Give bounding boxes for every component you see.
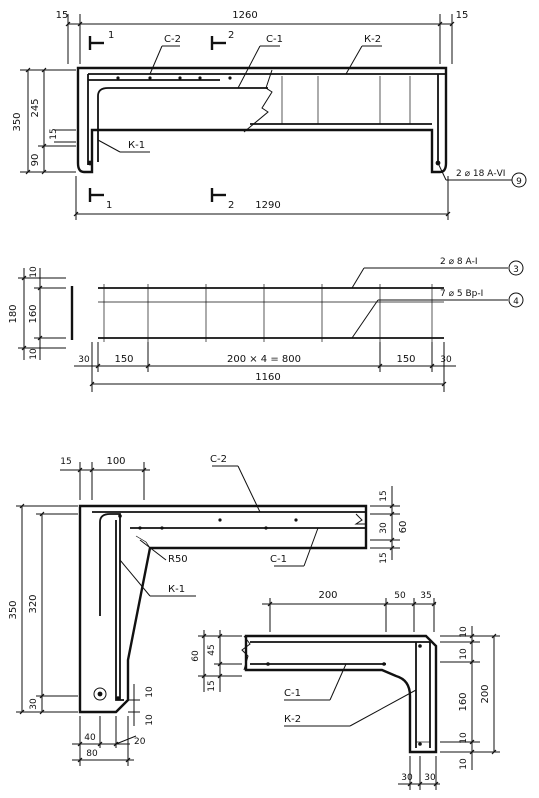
dim-200-sec2-r: 200: [480, 684, 491, 703]
dim-1260: 1260: [232, 10, 257, 21]
section-1-1: С-2 С-1 R50 К-1 15 100 350 320 30: [8, 454, 409, 766]
dim-35-sec2: 35: [420, 591, 431, 601]
dim-30-sec1-r: 30: [379, 522, 389, 534]
position-9: 9: [516, 177, 522, 187]
dim-20-sec1: 20: [134, 737, 146, 747]
dim-10-sec2-c: 10: [459, 732, 469, 744]
dim-90-elev: 90: [30, 154, 41, 167]
beam-outline: [76, 66, 448, 174]
beam-elevation: 1260 15 15 1 2 1: [12, 10, 527, 220]
dim-1290: 1290: [255, 200, 280, 211]
dim-245-elev: 245: [30, 98, 41, 117]
dim-1160-cage: 1160: [255, 372, 280, 383]
dim-50-sec2: 50: [394, 591, 406, 601]
rebar-note-9: 2 ⌀ 18 А-VI: [456, 169, 505, 179]
dim-15-sec2: 15: [207, 680, 217, 691]
label-k1: К-1: [128, 140, 145, 151]
dim-150-cage-left: 150: [114, 354, 133, 365]
label-c2: С-2: [164, 34, 181, 45]
label-r50: R50: [168, 554, 188, 565]
dim-40-sec1: 40: [84, 733, 96, 743]
label-c1-sec2: С-1: [284, 688, 301, 699]
dim-350-sec1: 350: [8, 600, 19, 619]
dim-30-sec2-a: 30: [401, 773, 413, 783]
dim-edge-left: 15: [56, 10, 69, 21]
section-1-outline: [78, 504, 368, 714]
dim-10-sec1-a: 10: [145, 686, 155, 698]
reinforcement-cage: 2 ⌀ 8 А-I 3 7 ⌀ 5 Вр-I 4 180 10 160 10: [8, 257, 524, 392]
dim-15-sec1-r-bot: 15: [379, 552, 389, 563]
dim-10-sec2-b: 10: [459, 648, 469, 660]
label-k2-sec2: К-2: [284, 714, 301, 725]
dim-45-sec2: 45: [207, 644, 217, 655]
dim-60-sec2: 60: [191, 650, 201, 662]
label-c1-sec1: С-1: [270, 554, 287, 565]
cage-rebar-bot: 7 ⌀ 5 Вр-I: [440, 289, 483, 299]
label-k2: К-2: [364, 34, 381, 45]
dim-150-cage-right: 150: [396, 354, 415, 365]
dim-100-sec1-top: 100: [106, 456, 125, 467]
cage-rebar-top: 2 ⌀ 8 А-I: [440, 257, 478, 267]
section-1-bottom: 1: [106, 200, 112, 211]
dim-10-sec1-b: 10: [145, 714, 155, 726]
dim-15-sec1-r-top: 15: [379, 490, 389, 501]
dim-30-cage-right: 30: [440, 355, 452, 365]
section-2-top: 2: [228, 30, 234, 41]
section-1-top: 1: [108, 30, 114, 41]
dim-180-cage: 180: [8, 304, 19, 323]
dim-10-sec2-d: 10: [459, 758, 469, 770]
dim-30-cage-left: 30: [78, 355, 90, 365]
dim-edge-right: 15: [456, 10, 469, 21]
position-4: 4: [513, 297, 519, 307]
section-2-2: 200 50 35 60 45 15 С-1 К-2: [191, 590, 500, 790]
dim-30-sec1: 30: [29, 698, 39, 710]
dim-800-cage: 200 × 4 = 800: [227, 354, 301, 365]
dim-10-sec2-a: 10: [459, 626, 469, 638]
section-2-outline: [244, 634, 438, 754]
dim-160-cage: 160: [28, 304, 39, 323]
dim-80-sec1: 80: [86, 749, 98, 759]
dim-15-sec1-top: 15: [60, 457, 71, 467]
label-c2-sec1: С-2: [210, 454, 227, 465]
label-c1: С-1: [266, 34, 283, 45]
dim-60-sec1-r: 60: [398, 521, 409, 534]
dim-350-elev: 350: [12, 112, 23, 131]
section-2-bottom: 2: [228, 200, 234, 211]
dim-30-sec2-b: 30: [424, 773, 436, 783]
dim-15-elev: 15: [49, 128, 59, 139]
dim-200-sec2-top: 200: [318, 590, 337, 601]
label-k1-sec1: К-1: [168, 584, 185, 595]
position-3: 3: [513, 265, 519, 275]
dim-320-sec1: 320: [28, 594, 39, 613]
dim-10-cage-bot: 10: [29, 348, 39, 360]
dim-160-sec2: 160: [458, 692, 469, 711]
dim-10-cage-top: 10: [29, 266, 39, 278]
